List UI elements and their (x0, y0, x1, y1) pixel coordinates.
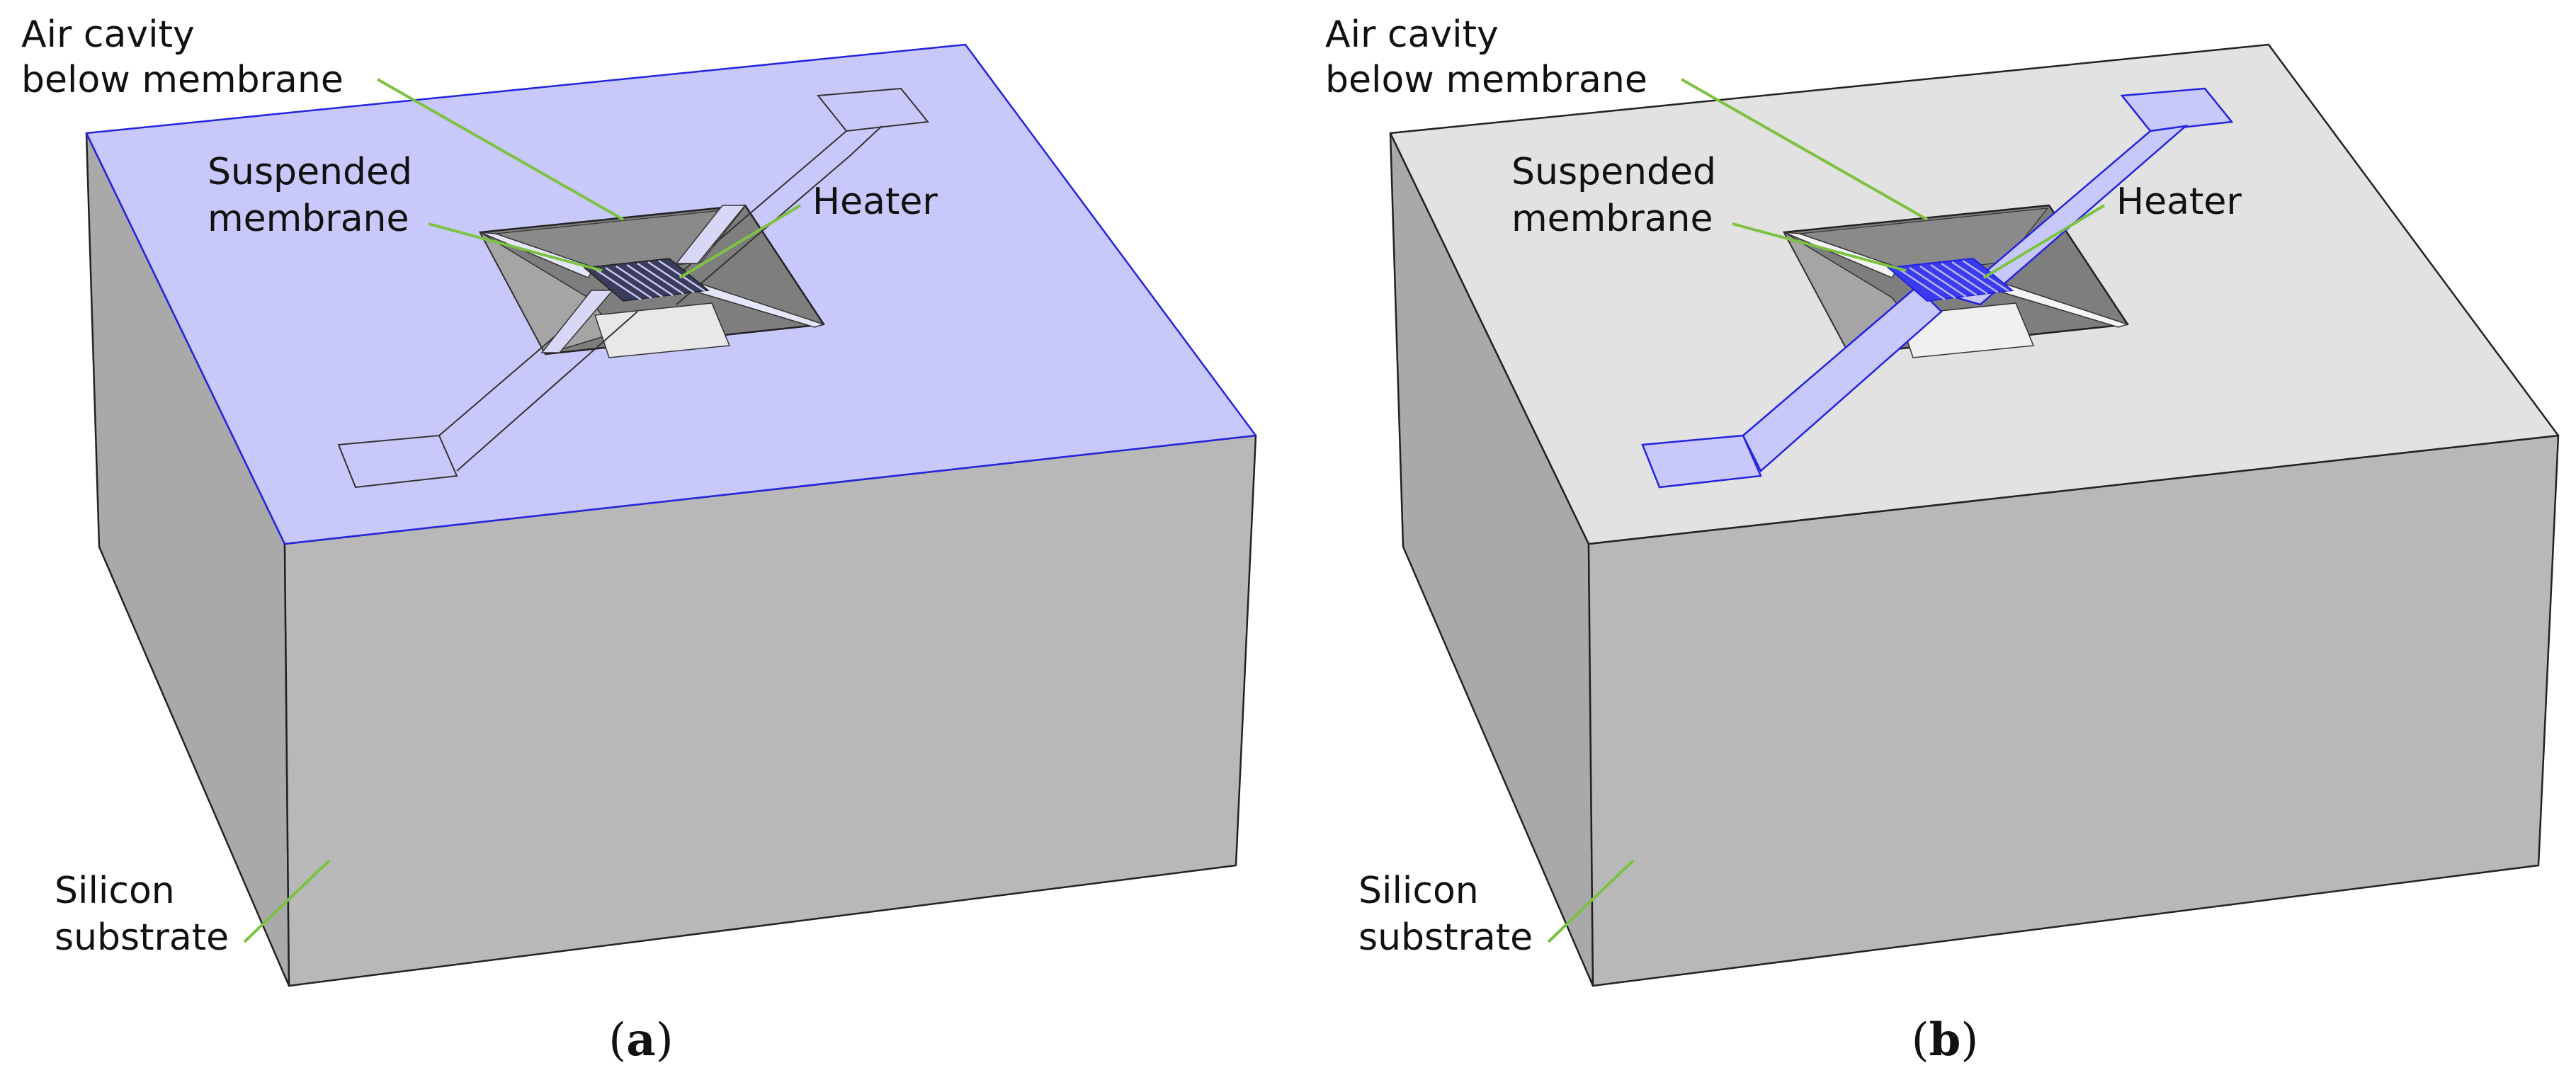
heater-pad-top (2120, 87, 2234, 132)
heater-meander (1898, 259, 2009, 301)
leader-silicon-substrate (243, 859, 331, 943)
caption-a: (a) (608, 1013, 673, 1067)
leader-air-cavity (1681, 78, 1928, 221)
heater-pad-top (817, 87, 929, 132)
leader-suspended-membrane (428, 222, 603, 272)
caption-b: (b) (1912, 1013, 1979, 1067)
label-silicon-line2: substrate (1358, 916, 1533, 959)
heater-pad-bottom (1641, 434, 1762, 489)
leaders-a (243, 78, 802, 943)
heater-lead-bottom-b (456, 311, 638, 472)
membrane-arm-ne (675, 205, 747, 264)
label-heater: Heater (812, 181, 938, 223)
panel-b: Air cavity below membrane Suspended memb… (1325, 13, 2560, 1067)
heater-lead-top-b (676, 125, 883, 305)
label-air-cavity-line1: Air cavity (1325, 13, 1499, 56)
label-air-cavity-line2: below membrane (1325, 59, 1647, 101)
heater-lead-bottom (1742, 285, 1943, 473)
leader-silicon-substrate (1547, 859, 1635, 943)
label-air-cavity-line2: below membrane (21, 59, 344, 101)
label-silicon-line1: Silicon (1358, 870, 1479, 912)
leader-suspended-membrane (1732, 222, 1907, 272)
membrane-arm-sw (540, 290, 614, 353)
cavity-floor (594, 302, 731, 358)
label-silicon-line1: Silicon (55, 870, 175, 912)
label-suspended-line1: Suspended (208, 151, 412, 193)
label-suspended-line2: membrane (208, 198, 409, 240)
label-suspended-line2: membrane (1511, 198, 1713, 240)
air-cavity (479, 204, 825, 358)
label-heater: Heater (2116, 181, 2242, 223)
suspended-membrane (480, 205, 826, 353)
heater-pad-bottom (337, 434, 458, 489)
label-silicon-line2: substrate (55, 916, 229, 959)
leaders-b (1547, 78, 2106, 943)
heater-meander (594, 259, 705, 301)
label-air-cavity-line1: Air cavity (21, 13, 195, 56)
leader-heater (1982, 204, 2106, 279)
leader-air-cavity (377, 78, 624, 221)
leader-heater (679, 204, 802, 279)
label-suspended-line1: Suspended (1511, 151, 1716, 193)
panel-a: Air cavity below membrane Suspended memb… (21, 13, 1257, 1067)
